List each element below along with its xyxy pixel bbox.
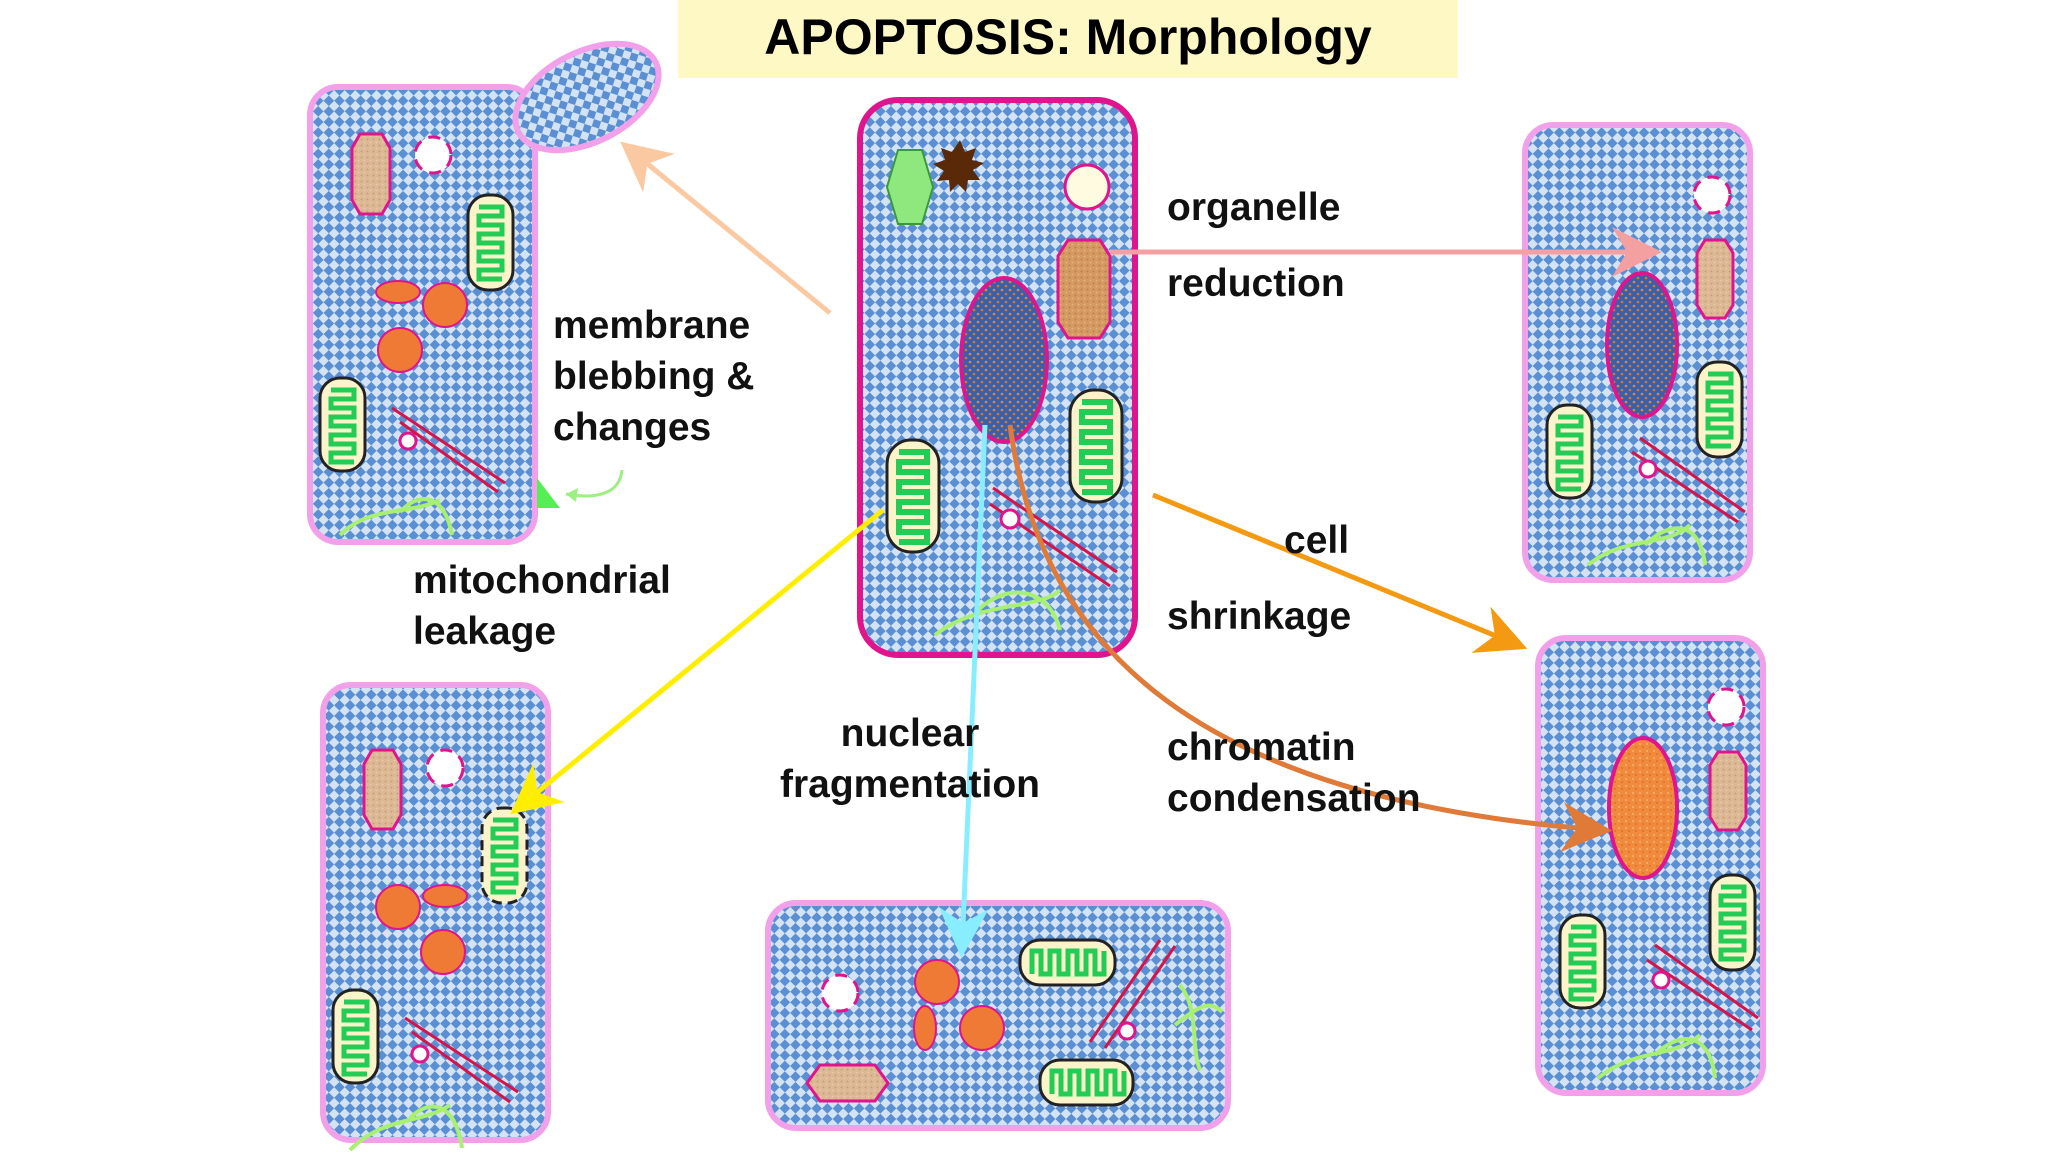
arrow-nuclear-fragmentation: [938, 424, 989, 958]
endoplasmic-reticulum: [1639, 436, 1746, 514]
golgi-body: [805, 1063, 890, 1103]
mitochondrion: [1708, 873, 1757, 972]
broken-vacuole: [1692, 175, 1732, 215]
endoplasmic-reticulum: [1654, 943, 1759, 1020]
nucleus: [959, 276, 1049, 444]
small-vesicle: [1117, 1021, 1137, 1041]
label-line: chromatin: [1167, 726, 1356, 769]
cytoskeleton: [338, 497, 454, 537]
arrow-mitochondrial-leakage: [510, 508, 885, 815]
membrane-change-marker: [537, 478, 560, 508]
membrane-bleb: [512, 40, 662, 154]
endoplasmic-reticulum: [391, 406, 506, 485]
nuclear-fragmentation-cell: [765, 900, 1231, 1131]
label-line: organelle: [1167, 186, 1341, 229]
diagram-title: APOPTOSIS: Morphology: [764, 9, 1372, 65]
endoplasmic-reticulum: [404, 1016, 519, 1094]
label-line: reduction: [1167, 262, 1345, 305]
golgi-body: [350, 132, 392, 216]
endoplasmic-reticulum: [992, 486, 1118, 574]
endoplasmic-reticulum: [1088, 939, 1162, 1043]
label-organelle-reduction: organelle reduction: [1167, 170, 1345, 322]
mitochondrion: [466, 193, 515, 292]
mitochondrion: [331, 988, 380, 1085]
mitochondrion: [318, 376, 367, 473]
label-membrane-blebbing: membrane blebbing & changes: [553, 300, 754, 453]
broken-vacuole: [820, 973, 860, 1013]
label-line: membrane: [553, 304, 751, 347]
mitochondrion: [1558, 913, 1607, 1010]
cytoskeleton: [1596, 1033, 1717, 1080]
nuclear-fragment: [913, 1005, 937, 1051]
small-vesicle: [1651, 970, 1671, 990]
broken-vacuole: [425, 748, 465, 788]
label-line: blebbing &: [553, 355, 755, 398]
small-vesicle: [398, 431, 418, 451]
nuclear-fragment: [914, 959, 960, 1005]
label-line: leakage: [413, 610, 557, 653]
mitochondrial-leakage-cell: [320, 682, 551, 1152]
spiky-vesicle: [933, 140, 984, 192]
title-banner: APOPTOSIS: Morphology: [678, 0, 1458, 78]
broken-vacuole: [413, 135, 453, 175]
mitochondrion: [1068, 388, 1124, 504]
nuclear-fragment: [375, 884, 421, 930]
leaking-mitochondrion: [480, 806, 529, 905]
arrow-chromatin-condensation: [1007, 424, 1612, 852]
golgi-body: [1695, 238, 1735, 320]
arrow-membrane-blebbing: [620, 141, 832, 315]
nucleus: [1605, 271, 1679, 419]
label-line: cell: [1284, 519, 1350, 562]
nuclear-fragment: [420, 929, 466, 975]
nuclear-fragment: [959, 1005, 1005, 1051]
vacuole: [1063, 163, 1111, 211]
mitochondrion: [1545, 403, 1594, 500]
golgi-body: [1708, 750, 1748, 832]
cytoskeleton: [348, 1103, 464, 1152]
label-line: mitochondrial: [413, 559, 671, 602]
condensed-nucleus: [1607, 736, 1679, 880]
label-mitochondrial-leakage: mitochondrial leakage: [413, 555, 671, 657]
golgi-body: [362, 748, 403, 831]
label-line: shrinkage: [1167, 595, 1352, 638]
cytoskeleton: [933, 588, 1062, 637]
label-line: nuclear: [840, 712, 980, 755]
blebbing-cell: [307, 40, 662, 545]
cytoskeleton: [1586, 523, 1707, 567]
arrow-cell-shrinkage: [1152, 492, 1528, 653]
small-vesicle: [410, 1044, 430, 1064]
mitochondrion: [1695, 360, 1744, 459]
cytoskeleton: [1173, 983, 1224, 1071]
label-line: changes: [553, 406, 712, 449]
golgi-body: [1056, 238, 1112, 340]
label-line: fragmentation: [779, 763, 1040, 806]
label-nuclear-fragmentation: nuclear fragmentation: [770, 708, 1050, 810]
mitochondrion: [1018, 938, 1117, 987]
label-cell-shrinkage: cell shrinkage: [1167, 503, 1351, 655]
label-chromatin-condensation: chromatin condensation: [1167, 722, 1421, 824]
small-vesicle: [1638, 459, 1658, 479]
nuclear-fragment: [422, 884, 468, 908]
broken-vacuole: [1706, 687, 1746, 727]
organelle-reduction-cell: [1522, 122, 1753, 583]
nuclear-fragment: [377, 327, 423, 373]
nuclear-fragment: [375, 280, 421, 304]
mitochondrion: [885, 438, 941, 554]
central-normal-cell: [857, 97, 1138, 658]
small-vesicle: [999, 508, 1021, 530]
chromatin-condensation-cell: [1535, 635, 1766, 1096]
mitochondrion: [1038, 1058, 1135, 1107]
hexagon-organelle: [885, 149, 935, 225]
nuclear-fragment: [422, 282, 468, 328]
label-line: condensation: [1167, 777, 1421, 820]
